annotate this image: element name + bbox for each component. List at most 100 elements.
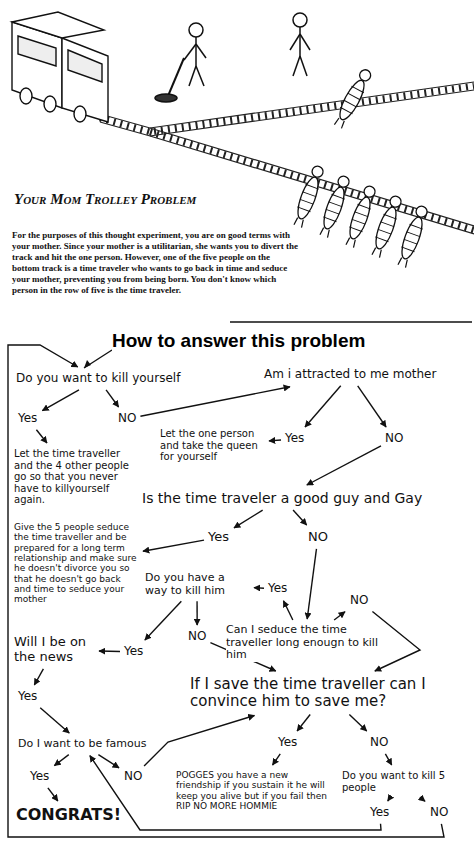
step-text: NO [188, 630, 206, 644]
lever-base [155, 94, 177, 102]
flow-arrow [196, 601, 197, 625]
step-text: Yes [18, 690, 37, 704]
tied-person [332, 67, 374, 130]
step-text: Yes [370, 806, 389, 820]
trolley-front [62, 38, 108, 122]
flow-arrow [234, 510, 263, 528]
step-text: Yes [18, 412, 37, 426]
tied-person [395, 204, 430, 268]
flow-arrow [54, 755, 68, 766]
flow-step: NO [116, 410, 138, 428]
flow-arrow [293, 510, 307, 525]
flow-arrow [297, 715, 310, 732]
flow-step: Let the time traveller and the 4 other p… [12, 446, 136, 508]
flow-step: NO [306, 528, 330, 547]
tied-person [317, 174, 352, 238]
flow-arrow [145, 601, 181, 640]
step-text: NO [118, 412, 136, 426]
pointer-arrow [84, 350, 112, 368]
flow-arrow [307, 549, 316, 619]
leg [300, 56, 307, 76]
flow-step: Am i attracted to me mother [262, 366, 438, 384]
step-text: NO [430, 806, 448, 820]
divider-line [230, 321, 472, 322]
step-text: NO [370, 736, 388, 750]
rail [100, 82, 474, 128]
flow-step: Yes [122, 643, 145, 661]
lever-person [155, 23, 206, 102]
wheel [74, 106, 86, 122]
leg [293, 56, 300, 76]
flow-arrow [307, 446, 381, 485]
flow-step: NO [122, 768, 144, 786]
diagram-title: How to answer this problem [112, 330, 365, 352]
step-text: Let the time traveller and the 4 other p… [14, 448, 134, 506]
trolley-window [68, 50, 102, 82]
problem-text: For the purposes of this thought experim… [12, 230, 298, 296]
head [189, 23, 203, 37]
flow-step: CONGRATS! [14, 804, 123, 826]
flow-step: NO [348, 592, 370, 610]
step-text: Do you have a way to kill him [145, 572, 249, 597]
arm [196, 44, 206, 58]
step-text: Do I want to be famous [18, 738, 147, 751]
step-text: Let the one person and take the queen fo… [160, 428, 264, 463]
lever [168, 58, 184, 96]
flow-arrow [143, 540, 204, 551]
step-text: Yes [285, 432, 304, 446]
flow-arrow [273, 754, 281, 765]
flow-step: Do you have a way to kill him [143, 570, 251, 599]
step-text: Yes [208, 530, 229, 545]
flow-step: Yes [16, 688, 39, 706]
flow-arrow [305, 386, 341, 427]
wheel [44, 96, 56, 112]
rail [100, 90, 474, 136]
flow-arrow [269, 439, 281, 441]
step-text: Can I seduce the time traveller long eno… [226, 624, 382, 662]
problem-heading: Your Mom Trolley Problem [14, 190, 234, 209]
tied-person [343, 184, 378, 248]
arm [290, 34, 300, 50]
flow-step: NO [186, 628, 208, 646]
flow-step: Yes [16, 410, 39, 428]
flow-step: If I save the time traveller can I convi… [188, 674, 466, 713]
trolley-window [18, 36, 56, 66]
step-text: NO [308, 530, 328, 545]
tied-person [332, 67, 374, 130]
flow-arrow [420, 797, 425, 801]
flow-arrow [283, 601, 292, 620]
arm [184, 44, 196, 60]
flow-step: Will I be on the news [12, 633, 96, 667]
flow-step: NO [368, 734, 390, 752]
flow-arrow [144, 716, 254, 767]
body [299, 27, 301, 56]
flow-arrow [254, 587, 264, 589]
trolley-roof [12, 12, 104, 38]
flow-step: Yes [28, 768, 51, 786]
step-text: Yes [268, 582, 287, 596]
flow-step: Do I want to be famous [16, 736, 149, 753]
head [293, 13, 307, 27]
flow-step: Yes [276, 734, 299, 752]
step-text: Yes [278, 736, 297, 750]
flow-arrow [385, 754, 391, 765]
flow-step: Can I seduce the time traveller long eno… [224, 622, 384, 664]
step-text: Yes [124, 645, 143, 659]
flow-arrow [48, 788, 58, 801]
flow-arrow [90, 756, 381, 830]
arm [300, 34, 310, 50]
flow-arrow [36, 430, 47, 443]
step-text: Do you want to kill 5 people [342, 770, 460, 793]
flow-arrow [98, 755, 119, 768]
flow-arrow [40, 708, 69, 733]
flow-step: Give the 5 people seduce the time travel… [12, 520, 140, 607]
rail [150, 136, 474, 234]
tied-person [291, 164, 326, 228]
flow-arrow [140, 387, 289, 416]
step-text: Is the time traveler a good guy and Gay [142, 490, 422, 506]
flow-step: NO [383, 430, 405, 448]
flow-arrow [106, 390, 118, 407]
